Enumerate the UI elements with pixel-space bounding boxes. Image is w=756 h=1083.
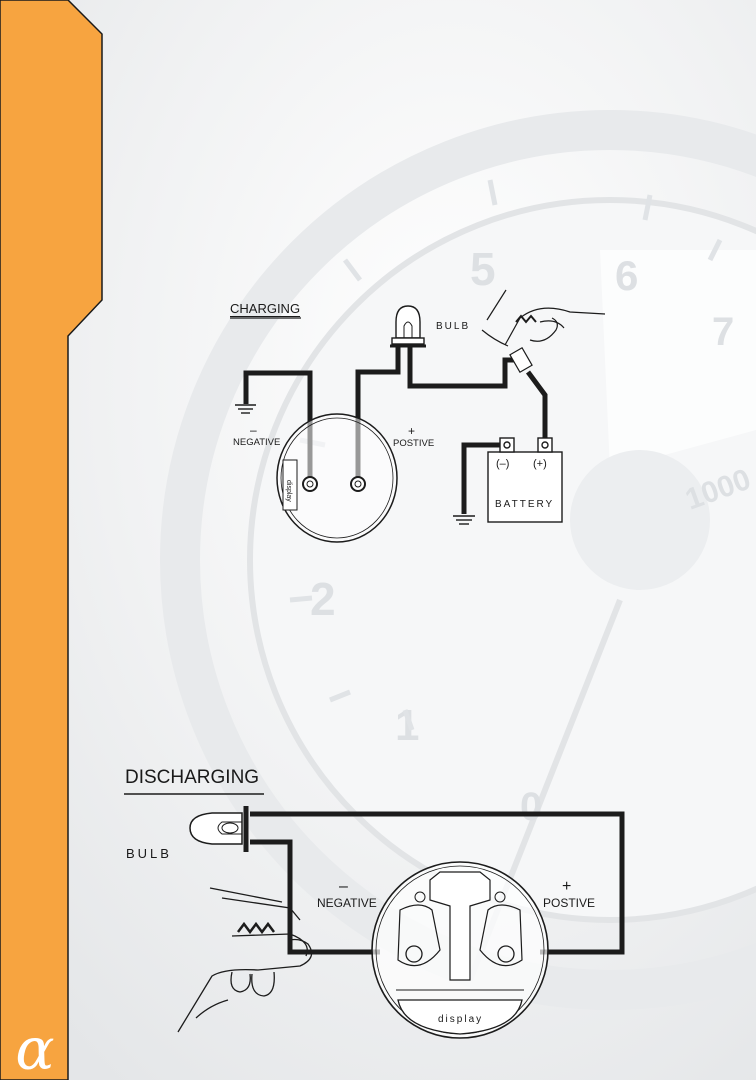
battery-plus-label: (+) [533,458,547,470]
charging-negative-label: NEGATIVE [233,437,280,448]
charging-title: CHARGING [230,301,300,316]
discharging-negative-sign: – [339,878,348,896]
charging-negative-sign: – [250,423,257,437]
negative-terminal [303,477,317,491]
alpha-logo: α [2,1018,68,1080]
charging-positive-label: POSTIVE [393,438,434,449]
charging-positive-sign: + [408,424,415,438]
positive-terminal [351,477,365,491]
discharging-positive-sign: + [562,878,571,896]
discharging-display-label: display [438,1014,483,1025]
gauge-number: 6 [615,252,638,299]
battery-minus-label: (–) [496,458,509,470]
battery-label: BATTERY [495,499,554,510]
charging-display-label: display [285,480,292,502]
discharging-bulb-label: BULB [126,846,172,861]
gauge-number: 7 [712,310,734,354]
gauge-back [372,862,548,1038]
charging-bulb-label: BULB [436,321,470,332]
gauge-number: 1 [395,701,419,750]
discharging-positive-label: POSTIVE [543,896,595,910]
gauge-number: 0 [520,785,542,829]
discharging-negative-label: NEGATIVE [317,896,377,910]
gauge-number: 2 [310,573,336,625]
discharging-title: DISCHARGING [125,767,259,789]
gauge-number: 5 [470,243,496,295]
